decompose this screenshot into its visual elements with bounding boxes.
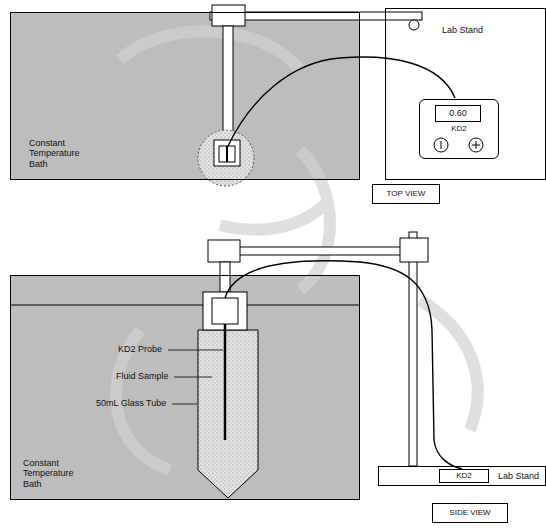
- probe-cable: [225, 261, 462, 469]
- watermark: [116, 31, 478, 470]
- kd2-device: KD2 0.60: [419, 99, 499, 159]
- node-text: TOP VIEW: [387, 189, 426, 198]
- bath-region: Constant Temperature Bath: [10, 275, 360, 500]
- probe-cable: [228, 57, 455, 146]
- part-label: Fluid Sample: [116, 372, 169, 382]
- lab-stand-base: Lab Stand KD2: [378, 466, 546, 486]
- bath-fill: [10, 275, 360, 500]
- kd2-device: KD2: [439, 469, 489, 483]
- part-label: KD2 Probe: [118, 345, 162, 355]
- view-caption-box: TOP VIEW: [372, 184, 440, 204]
- node-text: Lab Stand: [442, 25, 483, 35]
- node-text: 0.60: [449, 108, 467, 118]
- part-label: 50mL Glass Tube: [96, 399, 166, 409]
- leader-line: [168, 350, 223, 404]
- glass-tube: [198, 330, 258, 498]
- water-line: [10, 305, 360, 306]
- node-text: Lab Stand: [498, 471, 539, 481]
- kd2-buttons: [434, 138, 483, 152]
- kd2-probe: [224, 324, 227, 440]
- node-text: SIDE VIEW: [449, 508, 490, 517]
- probe-holder: [212, 298, 238, 324]
- node-text: Constant Temperature Bath: [29, 138, 99, 169]
- view-caption-box: SIDE VIEW: [432, 503, 508, 523]
- top-view-stand: [198, 5, 422, 186]
- bath-region: Constant Temperature Bath: [10, 12, 360, 180]
- node-text: Constant Temperature Bath: [23, 458, 93, 489]
- kd2-display: 0.60: [435, 105, 481, 122]
- lab-stand-panel: Lab StandKD2 0.60: [385, 8, 546, 180]
- node-text: KD2: [456, 471, 472, 480]
- node-text: KD2: [451, 124, 467, 133]
